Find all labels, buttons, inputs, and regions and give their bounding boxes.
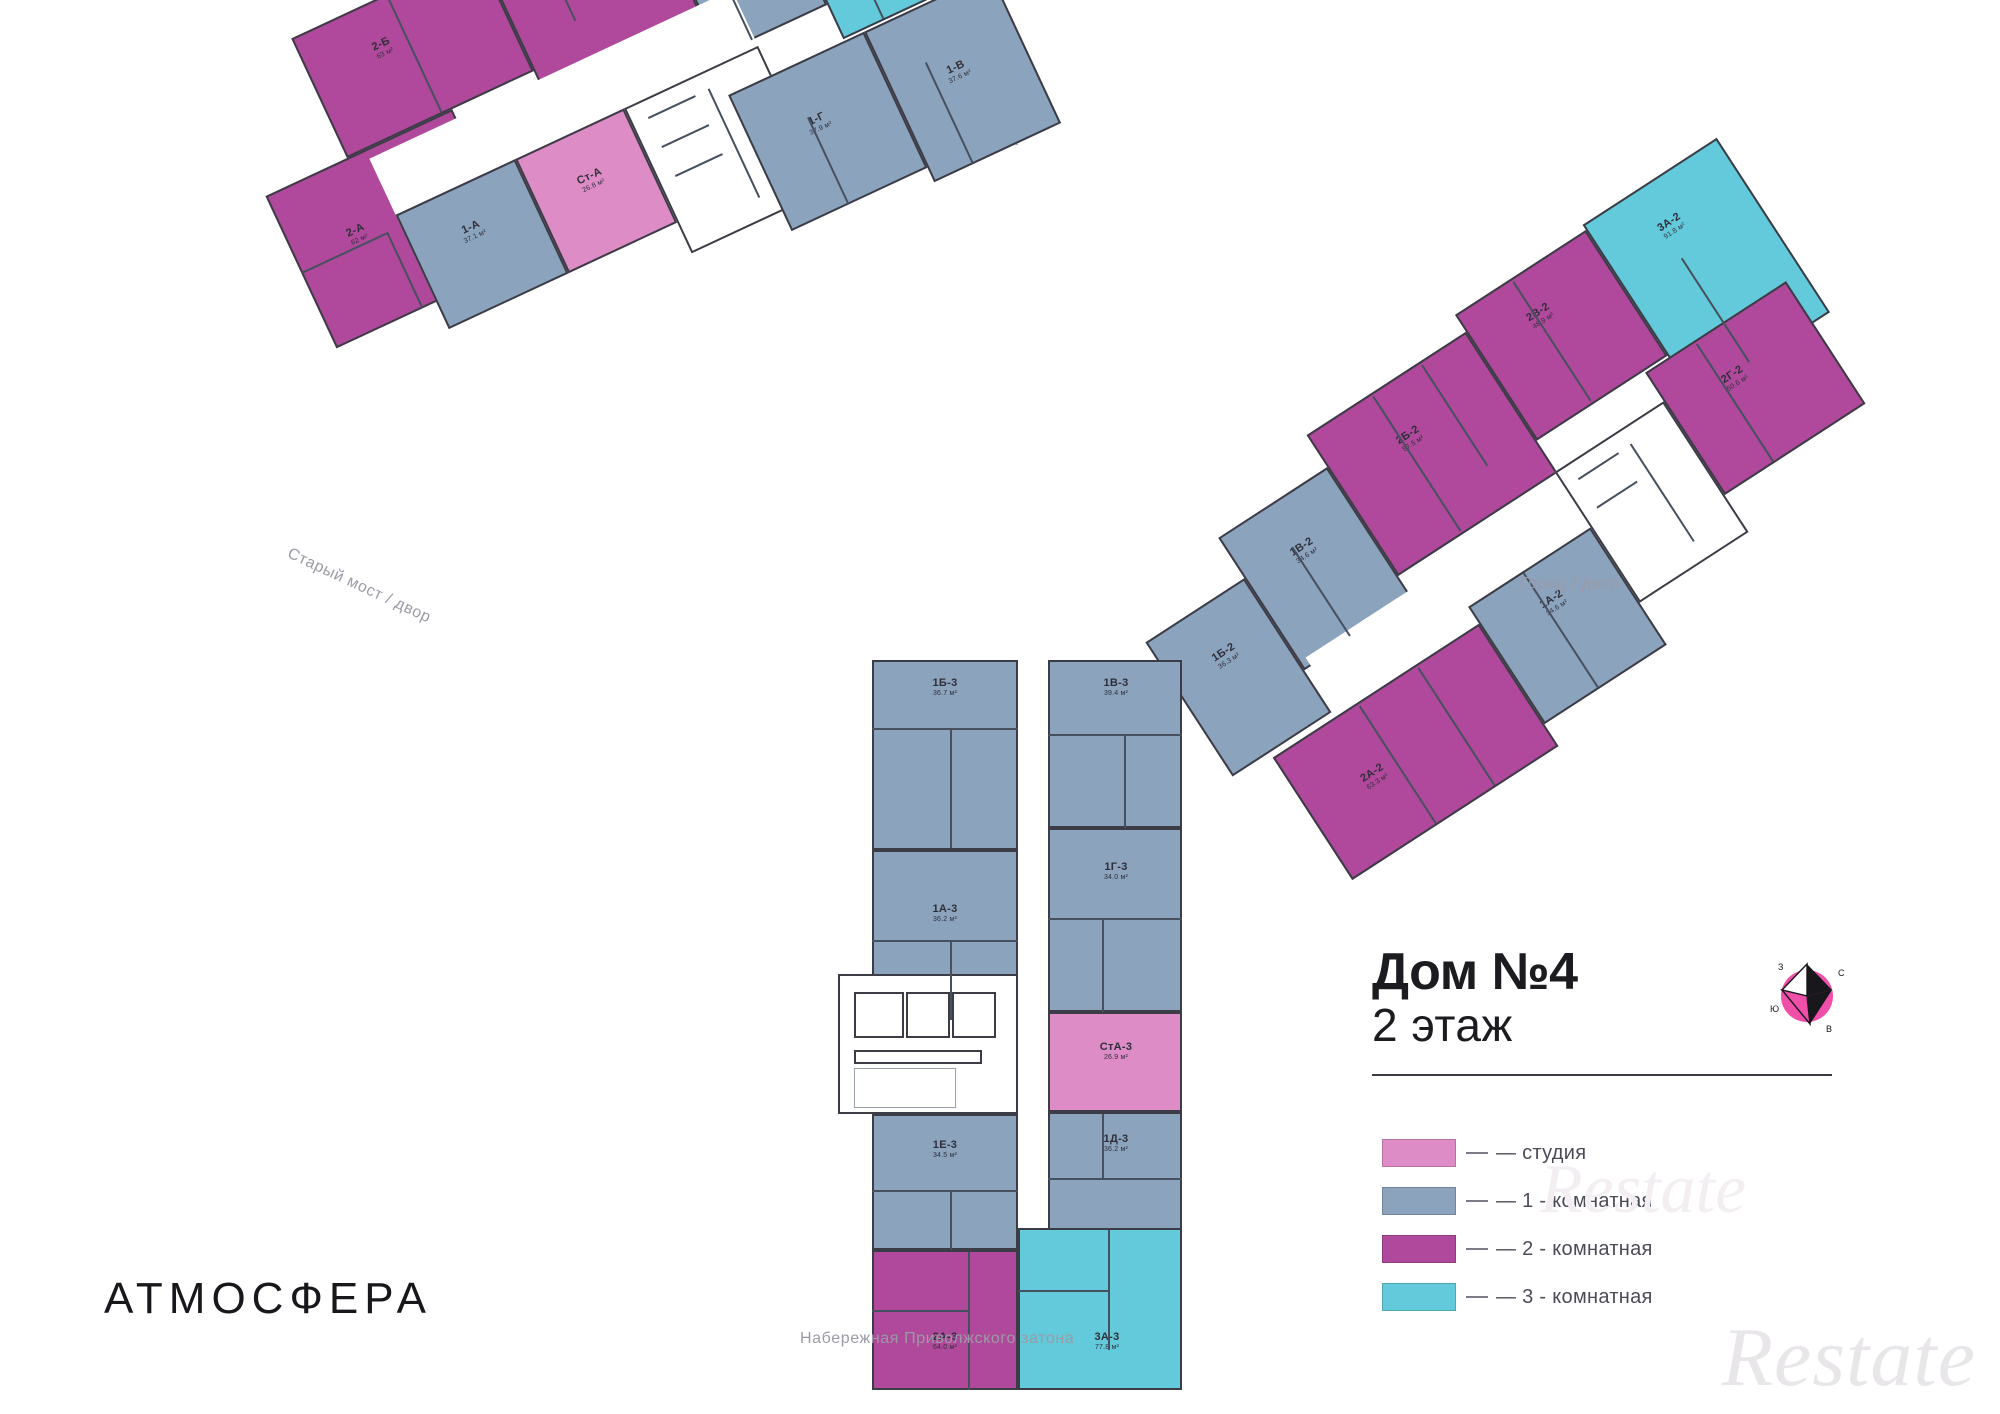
annotation-embankment: Набережная Приволжского затона xyxy=(800,1330,1075,1347)
legend-item-studio[interactable]: — студия xyxy=(1382,1136,1653,1170)
unit-1d-3[interactable] xyxy=(1048,1112,1182,1250)
watermark-faint: Restate xyxy=(1540,1151,1747,1228)
annotation-city: Город / двор xyxy=(1520,575,1620,592)
title-divider xyxy=(1372,1074,1832,1077)
legend-dash xyxy=(1466,1152,1488,1154)
core-stair-run xyxy=(854,1068,956,1108)
legend-label-studio: — студия xyxy=(1496,1141,1587,1164)
watermark-restate: Restate xyxy=(1721,1311,1976,1404)
core-stair-run xyxy=(854,1050,982,1064)
brand-logo: АТМОСФЕРА xyxy=(104,1274,432,1323)
unit-1e-3[interactable] xyxy=(872,1114,1018,1250)
legend-dash xyxy=(1466,1296,1488,1298)
partition xyxy=(950,942,952,1020)
partition xyxy=(1048,734,1182,736)
partition xyxy=(1018,1290,1108,1292)
partition xyxy=(1048,918,1182,920)
partition xyxy=(872,1190,1018,1192)
building-bottom-wing: 1Б-3 36.7 м² 1В-3 39.4 м² 1А-3 36.2 м² 1… xyxy=(838,650,1182,1390)
core-detail xyxy=(854,992,904,1038)
unit-2a-3[interactable] xyxy=(872,1250,1018,1390)
partition xyxy=(1102,1114,1104,1178)
core-detail xyxy=(906,992,950,1038)
unit-3a-3[interactable] xyxy=(1018,1228,1182,1390)
legend-swatch-1room xyxy=(1382,1187,1456,1215)
partition xyxy=(1102,920,1104,1012)
legend-swatch-2room xyxy=(1382,1235,1456,1263)
unit-1v-3[interactable] xyxy=(1048,660,1182,828)
legend-item-3room[interactable]: — 3 - комнатная xyxy=(1382,1280,1653,1314)
legend-item-1room[interactable]: — 1 - комнатная xyxy=(1382,1184,1653,1218)
unit-sta-3[interactable] xyxy=(1048,1012,1182,1112)
partition xyxy=(872,940,1018,942)
svg-text:В: В xyxy=(1826,1024,1832,1034)
partition xyxy=(1124,736,1126,828)
legend-label-1room: — 1 - комнатная xyxy=(1496,1189,1653,1212)
title-block: Дом №4 2 этаж xyxy=(1372,943,1842,1077)
unit-1g-3[interactable] xyxy=(1048,828,1182,1012)
building-right-wing: 1Б-2 36.3 м² 1В-2 34.6 м² 2Б-2 57.5 м² 2… xyxy=(1075,137,1929,956)
partition xyxy=(950,730,952,848)
page-title-floor: 2 этаж xyxy=(1372,999,1513,1051)
legend-dash xyxy=(1466,1200,1488,1202)
partition xyxy=(872,728,1018,730)
legend: — студия — 1 - комнатная — 2 - комнатная… xyxy=(1382,1136,1653,1328)
partition xyxy=(968,1252,970,1390)
partition xyxy=(872,1310,968,1312)
partition xyxy=(950,1192,952,1250)
unit-1b-3[interactable] xyxy=(872,660,1018,850)
legend-label-3room: — 3 - комнатная xyxy=(1496,1285,1653,1308)
core-stairs-bottom xyxy=(838,974,1018,1114)
partition xyxy=(1048,1178,1182,1180)
corridor-spine xyxy=(1018,660,1048,1230)
annotation-old-bridge: Старый мост / двор xyxy=(284,545,434,627)
page-title-house: Дом №4 xyxy=(1372,943,1578,1001)
legend-item-2room[interactable]: — 2 - комнатная xyxy=(1382,1232,1653,1266)
core-detail xyxy=(952,992,996,1038)
partition xyxy=(1108,1230,1110,1350)
svg-text:С: С xyxy=(1838,968,1845,978)
legend-dash xyxy=(1466,1248,1488,1250)
compass-rose-icon: С В Ю З xyxy=(1762,956,1848,1042)
legend-label-2room: — 2 - комнатная xyxy=(1496,1237,1653,1260)
legend-swatch-3room xyxy=(1382,1283,1456,1311)
svg-text:З: З xyxy=(1778,962,1783,972)
building-left-wing: 2-Б 63 м² 2-В 60.1 м² 2-А 62 м² 1-Б 34.2… xyxy=(200,0,1062,541)
svg-text:Ю: Ю xyxy=(1770,1004,1779,1014)
legend-swatch-studio xyxy=(1382,1139,1456,1167)
